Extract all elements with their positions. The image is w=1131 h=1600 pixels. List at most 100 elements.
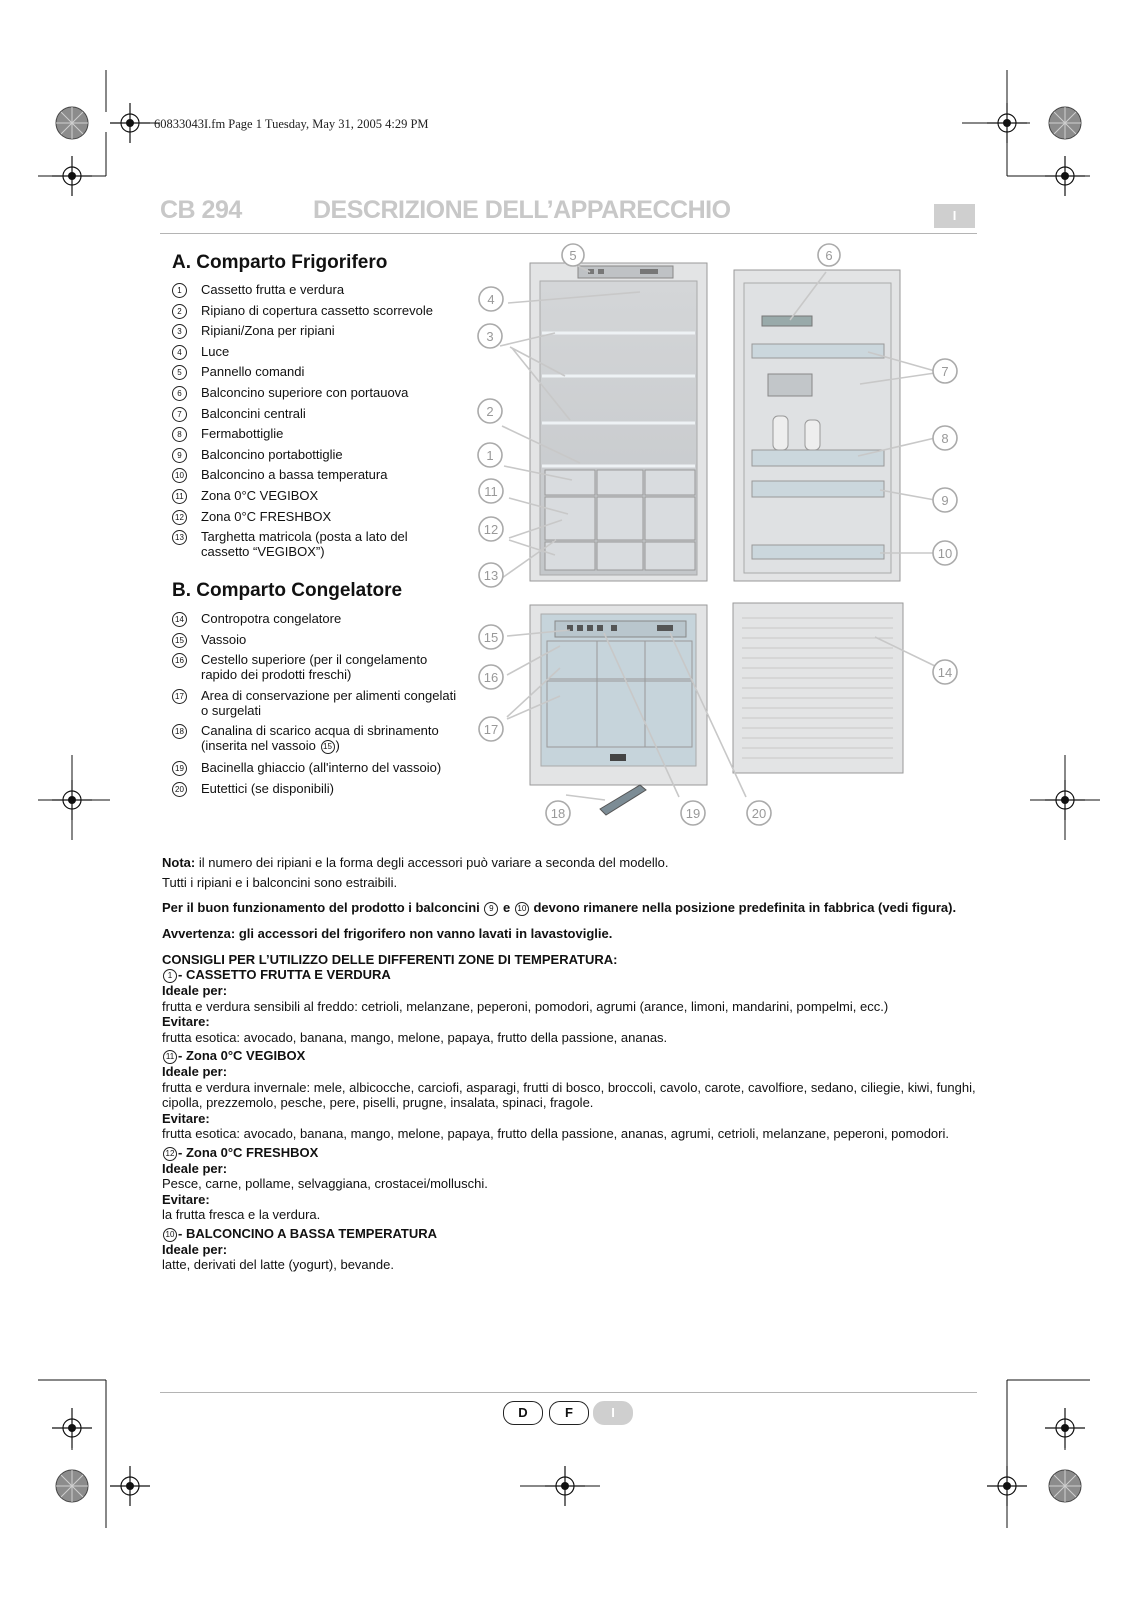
- ideal-label: Ideale per:: [162, 1064, 228, 1079]
- callout-number: 13: [172, 530, 187, 546]
- zone-heading: 12- Zona 0°C FRESHBOX: [162, 1145, 982, 1161]
- warning-note: Avvertenza: gli accessori del frigorifer…: [162, 926, 613, 941]
- callout-label: 6: [825, 248, 832, 263]
- callout-label: 10: [938, 546, 952, 561]
- language-pill-d: D: [503, 1401, 543, 1425]
- callout-ref: 10: [163, 1227, 177, 1242]
- callout-number: 6: [172, 385, 187, 401]
- callout-ref: 10: [514, 902, 529, 916]
- door-balconies: [751, 343, 885, 560]
- callout-label: 4: [487, 292, 494, 307]
- callout-label: 15: [484, 630, 498, 645]
- callout-label: 1: [486, 448, 493, 463]
- callout-label: 2: [486, 404, 493, 419]
- callout-number: 16: [172, 653, 187, 669]
- callout-ref: 15: [320, 740, 335, 755]
- ideal-label: Ideale per:: [162, 1160, 228, 1176]
- callout-label: 20: [752, 806, 766, 821]
- zone-avoid-text: la frutta fresca e la verdura.: [162, 1207, 321, 1222]
- callout-label: 19: [686, 806, 700, 821]
- zone-ideal-text: frutta e verdura sensibili al freddo: ce…: [162, 998, 889, 1014]
- callout-label: 13: [484, 568, 498, 583]
- callout-number: 10: [172, 468, 187, 484]
- avoid-label: Evitare:: [162, 1110, 210, 1126]
- freezer-door-ribs: [742, 617, 893, 759]
- ideal-label: Ideale per:: [162, 983, 228, 998]
- callout-number: 5: [172, 365, 187, 381]
- callout-number: 4: [172, 344, 187, 360]
- language-pill-f: F: [549, 1401, 589, 1425]
- callout-ref: 9: [484, 902, 499, 916]
- appliance-diagram: 5 6 4 3 2 1 11 12 13 7 8 9 10 14 15 16 1…: [477, 243, 958, 826]
- callout-label: 12: [484, 522, 498, 537]
- callout-label: 17: [484, 722, 498, 737]
- zone-heading: 1- CASSETTO FRUTTA E VERDURA: [162, 967, 982, 983]
- callout-ref: 12: [163, 1146, 177, 1161]
- callout-11: [478, 478, 504, 504]
- callout-label: 3: [486, 329, 493, 344]
- callout-label: 7: [941, 364, 948, 379]
- zone-ideal-text: frutta e verdura invernale: mele, albico…: [162, 1079, 976, 1111]
- zone-heading: 10- BALCONCINO A BASSA TEMPERATURA: [162, 1226, 982, 1242]
- callout-number: 20: [172, 781, 187, 797]
- callout-7: [932, 358, 958, 384]
- zone-heading: 11- Zona 0°C VEGIBOX: [162, 1048, 982, 1064]
- callout-12: [478, 516, 504, 542]
- callout-number: 9: [172, 447, 187, 463]
- section-b-title: B. Comparto Congelatore: [172, 580, 403, 601]
- avoid-label: Evitare:: [162, 1191, 210, 1207]
- callout-number: 3: [172, 324, 187, 340]
- callout-label: 18: [551, 806, 565, 821]
- language-pill-i: I: [593, 1401, 633, 1425]
- callout-2: [477, 398, 503, 424]
- callout-number: 15: [172, 632, 187, 648]
- note-text: il numero dei ripiani e la forma degli a…: [195, 855, 669, 870]
- footer-divider: [160, 1392, 977, 1393]
- callout-number: 8: [172, 427, 187, 443]
- callout-label: 9: [941, 493, 948, 508]
- callout-5: [561, 243, 585, 267]
- callout-ref: 11: [163, 1050, 177, 1064]
- callout-14: [932, 659, 958, 685]
- tips-title: CONSIGLI PER L’UTILIZZO DELLE DIFFERENTI…: [162, 951, 618, 967]
- callout-label: 14: [938, 665, 952, 680]
- language-tab: I: [934, 204, 975, 228]
- avoid-label: Evitare:: [162, 1014, 210, 1029]
- callout-number: 18: [172, 724, 187, 740]
- callout-19: [680, 800, 706, 826]
- ideal-label: Ideale per:: [162, 1241, 228, 1257]
- drain-channel: [599, 784, 647, 816]
- callout-15: [478, 624, 504, 650]
- page-title: DESCRIZIONE DELL’APPARECCHIO: [313, 196, 731, 224]
- callout-4: [478, 286, 504, 312]
- section-a-title: A. Comparto Frigorifero: [172, 252, 388, 273]
- callout-8: [932, 425, 958, 451]
- zone-avoid-text: frutta esotica: avocado, banana, mango, …: [162, 1126, 949, 1141]
- header-divider: [160, 233, 977, 234]
- note-label: Nota:: [162, 855, 196, 870]
- callout-17: [478, 716, 504, 742]
- callout-number: 19: [172, 760, 187, 776]
- callout-number: 1: [172, 283, 187, 298]
- callout-13: [478, 562, 504, 588]
